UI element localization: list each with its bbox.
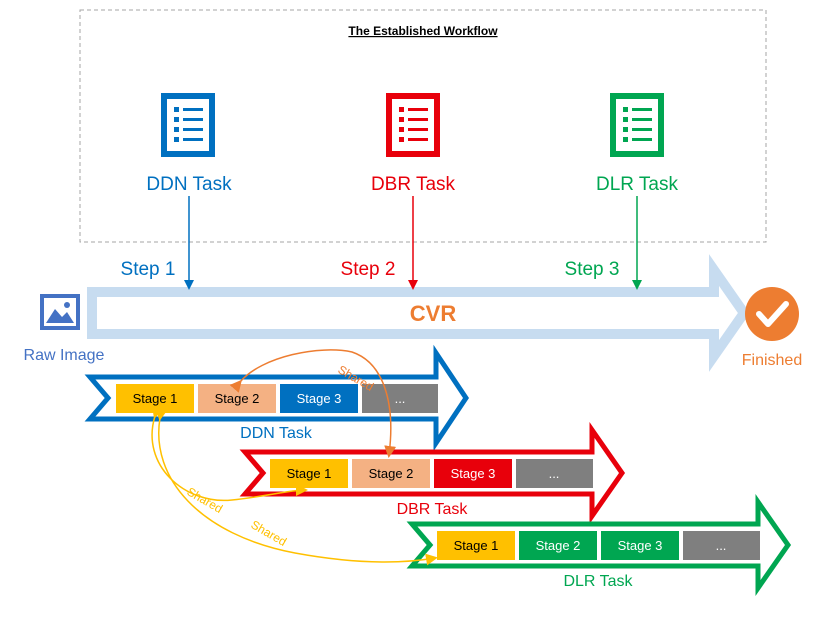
- established-workflow-box: [79, 9, 767, 243]
- dlr-stage-more: [683, 531, 760, 560]
- cvr-arrow: [87, 254, 751, 372]
- dlr-stage-2: [519, 531, 597, 560]
- dbr-stage-3-label: Stage 3: [451, 466, 496, 481]
- dbr-stage-3: [434, 459, 512, 488]
- dlr-pipeline-label: DLR Task: [563, 573, 633, 590]
- dbr-task-label: DBR Task: [371, 174, 456, 195]
- ddn-task-label: DDN Task: [146, 174, 232, 195]
- ddn-document-icon: [161, 93, 215, 157]
- dlr-stage-1: [437, 531, 515, 560]
- ddn-stage-1-label: Stage 1: [133, 391, 178, 406]
- checkmark-icon: [745, 287, 799, 341]
- dbr-stage-more-label: ...: [549, 466, 560, 481]
- ddn-stage-2-label: Stage 2: [215, 391, 260, 406]
- dlr-stage-2-label: Stage 2: [536, 538, 581, 553]
- dlr-stage-3: [601, 531, 679, 560]
- dlr-document-icon: [610, 93, 664, 157]
- shared-label-yellow-1: Shared: [185, 484, 226, 515]
- cvr-label: CVR: [410, 301, 457, 326]
- finished-label: Finished: [742, 352, 802, 369]
- ddn-pipeline-label: DDN Task: [240, 425, 313, 442]
- dlr-task-label: DLR Task: [596, 174, 679, 195]
- step-1-label: Step 1: [121, 259, 176, 280]
- image-icon: [40, 294, 80, 330]
- dlr-stage-more-label: ...: [716, 538, 727, 553]
- raw-image-label: Raw Image: [24, 347, 105, 364]
- dbr-stage-1-label: Stage 1: [287, 466, 332, 481]
- shared-label-yellow-2: Shared: [249, 517, 290, 548]
- shared-connector-stage1-dlr: [155, 408, 438, 566]
- ddn-stage-more-label: ...: [395, 391, 406, 406]
- dlr-stage-1-label: Stage 1: [454, 538, 499, 553]
- dbr-stage-2-label: Stage 2: [369, 466, 414, 481]
- step-3-label: Step 3: [565, 259, 620, 280]
- step-2-label: Step 2: [341, 259, 396, 280]
- workflow-title: The Established Workflow: [348, 24, 498, 38]
- dbr-stage-more: [516, 459, 593, 488]
- ddn-stage-3-label: Stage 3: [297, 391, 342, 406]
- dbr-document-icon: [386, 93, 440, 157]
- dlr-stage-3-label: Stage 3: [618, 538, 663, 553]
- dbr-pipeline-label: DBR Task: [397, 501, 469, 518]
